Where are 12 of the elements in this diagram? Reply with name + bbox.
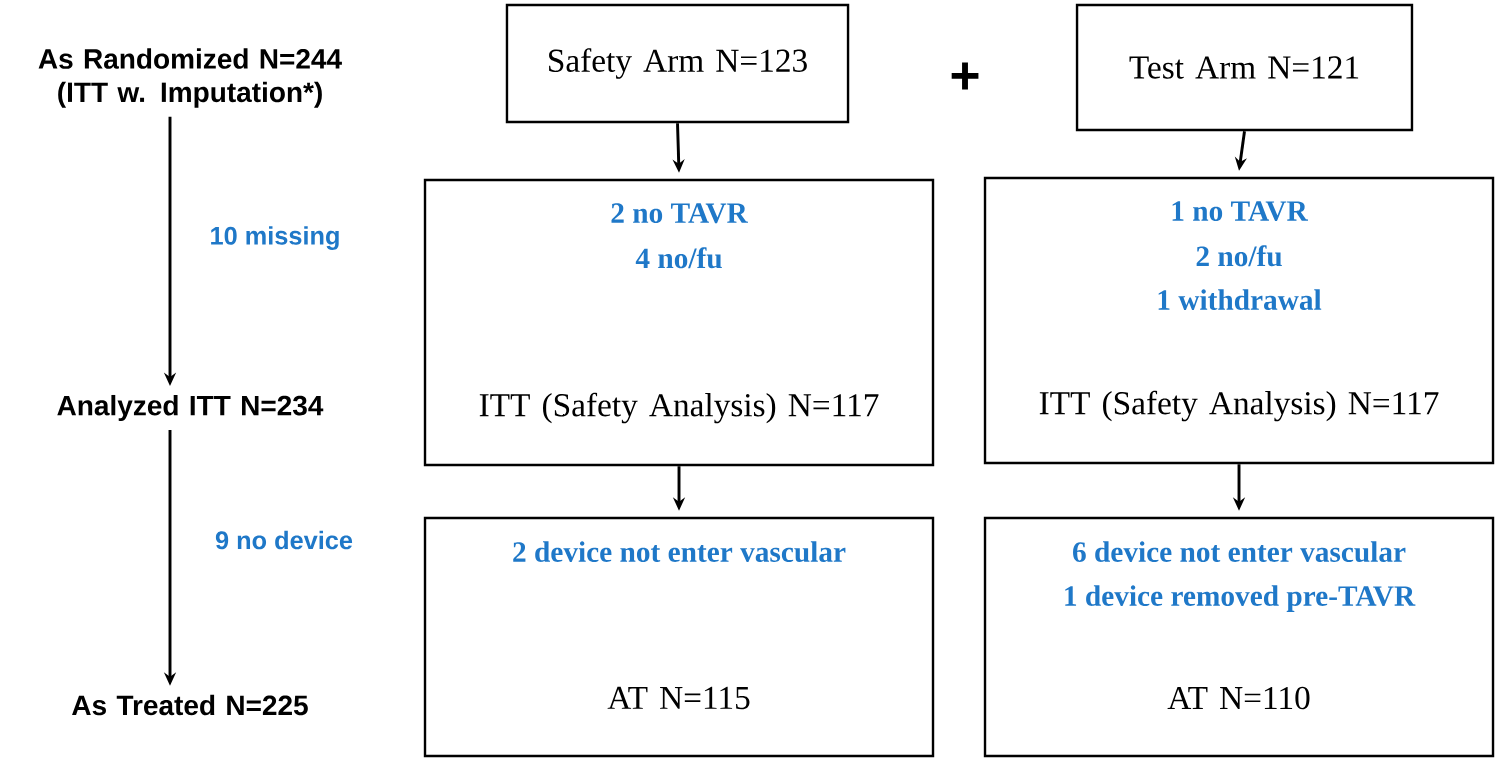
flow-box: 2 device not enter vascular AT N=115 [423,516,935,758]
edge-label: 10 missing [208,224,342,252]
arm-box: Test Arm N=121 [1075,3,1414,132]
flow-box: 1 no TAVR 2 no/fu 1 withdrawal ITT (Safety Analysis) N=117 [983,176,1495,465]
stage-label: As Treated N=225 [72,694,308,716]
edge-label: 9 no device [213,529,355,551]
stage-label: Analyzed ITT N=234 [57,394,324,422]
flow-box: 2 no TAVR 4 no/fu ITT (Safety Analysis) N=117 [423,178,935,467]
stage-label: As Randomized N=244 (ITT w. Imputation*) [38,48,342,108]
arm-box: Safety Arm N=123 [505,3,850,124]
plus-sign: + [951,62,979,90]
flow-box: 6 device not enter vascular 1 device removed pre-TAVR AT N=110 [983,516,1495,758]
